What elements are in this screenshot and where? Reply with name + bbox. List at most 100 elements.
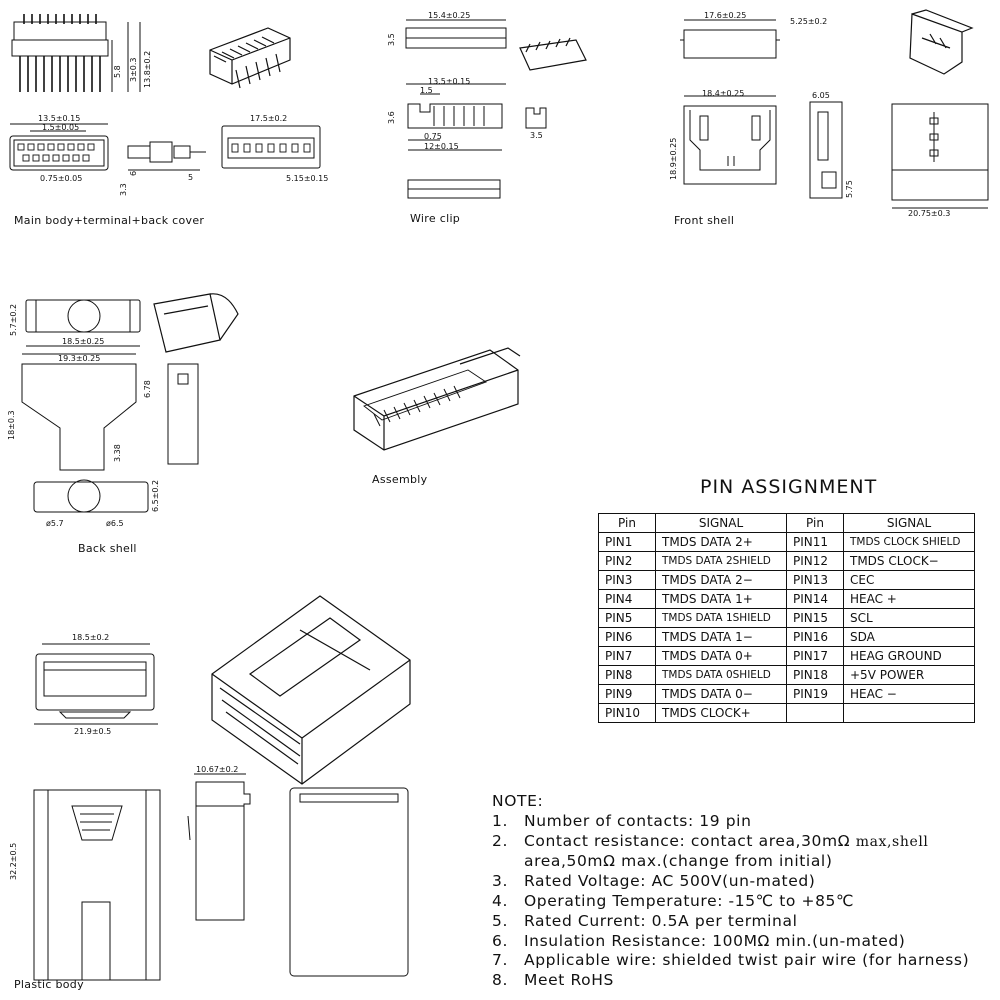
assembly-iso-view	[353, 347, 521, 451]
note-item: 1.Number of contacts: 19 pin	[492, 811, 752, 830]
dim-main-height-b: 3±0.3	[129, 57, 138, 82]
wire-clip-side-view	[525, 107, 547, 129]
back-shell-top-view	[25, 299, 141, 347]
pin-number-right	[786, 703, 844, 723]
dim-front-height-front: 18.9±0.25	[669, 138, 678, 180]
note-item: area,50mΩ max.(change from initial)	[492, 852, 992, 872]
pin-signal-right: +5V POWER	[843, 665, 975, 685]
front-shell-drawing: 17.6±0.25 5.25±0.2 18.4±0.25 18.9±0.25 6…	[669, 9, 989, 227]
dim-back-height-plan: 18±0.3	[7, 410, 16, 440]
wire-clip-top-view	[405, 19, 507, 49]
pin-number-right: PIN19	[786, 684, 844, 704]
wire-clip-iso-view	[519, 37, 587, 71]
dim-back-cover-width: 17.5±0.2	[250, 114, 287, 123]
front-shell-front-view	[683, 95, 777, 185]
header-signal-right: SIGNAL	[843, 513, 975, 533]
pin-number-left: PIN6	[598, 627, 656, 647]
pin-signal-left: TMDS DATA 0−	[655, 684, 787, 704]
pin-signal-left: TMDS DATA 2−	[655, 570, 787, 590]
pin-signal-left: TMDS CLOCK+	[655, 703, 787, 723]
caption-assembly: Assembly	[372, 473, 428, 486]
back-shell-end-view	[33, 479, 149, 513]
note-item: 5.Rated Current: 0.5A per terminal	[492, 911, 798, 930]
pin-signal-right	[843, 703, 975, 723]
note-text: Rated Current: 0.5A per terminal	[524, 911, 798, 930]
plastic-body-front-view	[33, 789, 161, 981]
pin-number-left: PIN3	[598, 570, 656, 590]
note-text-serif: max,shell	[855, 833, 929, 850]
dim-back-end-height: 6.5±0.2	[151, 480, 160, 512]
dim-back-width-plan: 19.3±0.25	[58, 354, 100, 363]
dim-plastic-width-top: 18.5±0.2	[72, 633, 109, 642]
pin-signal-left: TMDS DATA 2SHIELD	[655, 551, 787, 571]
back-cover-view	[221, 125, 321, 169]
dim-terminal-a: 3.3	[119, 183, 128, 196]
dim-clip-width-mid: 13.5±0.15	[428, 77, 470, 86]
pin-number-left: PIN9	[598, 684, 656, 704]
header-pin-left: Pin	[598, 513, 656, 533]
dim-main-pin-width: 0.75±0.05	[40, 174, 82, 183]
dim-clip-height-mid: 3.6	[387, 111, 396, 124]
pin-signal-left: TMDS DATA 1−	[655, 627, 787, 647]
pin-number-left: PIN5	[598, 608, 656, 628]
pin-number-right: PIN16	[786, 627, 844, 647]
caption-back-shell: Back shell	[78, 542, 137, 555]
plastic-body-back-view	[289, 787, 409, 977]
pin-table-header: Pin SIGNAL Pin SIGNAL	[598, 513, 975, 533]
pin-signal-right: HEAG GROUND	[843, 646, 975, 666]
dim-main-width-a: 13.5±0.15	[38, 114, 80, 123]
plastic-body-top-view	[34, 643, 158, 725]
dim-clip-width-low: 12±0.15	[424, 142, 459, 151]
front-shell-iso-view	[909, 9, 974, 75]
dim-main-height-c: 13.8±0.2	[143, 51, 152, 88]
note-item: 4.Operating Temperature: -15℃ to +85℃	[492, 891, 855, 910]
dim-clip-height-top: 3.5	[387, 33, 396, 46]
dim-back-large-dia: ø6.5	[106, 519, 124, 528]
dim-front-back-width: 20.75±0.3	[908, 209, 950, 218]
note-text: area,50mΩ max.(change from initial)	[524, 852, 833, 871]
note-item: 2.Contact resistance: contact area,30mΩ …	[492, 831, 929, 850]
caption-wire-clip: Wire clip	[410, 212, 460, 225]
dim-back-tail: 3.38	[113, 444, 122, 462]
dim-main-pitch: 1.5±0.05	[42, 123, 79, 132]
header-signal-left: SIGNAL	[655, 513, 787, 533]
dim-back-height-top: 5.7±0.2	[9, 304, 18, 336]
pin-signal-left: TMDS DATA 0SHIELD	[655, 665, 787, 685]
assembly-drawing: Assembly	[353, 347, 521, 486]
pin-number-left: PIN8	[598, 665, 656, 685]
dim-front-width-top: 17.6±0.25	[704, 11, 746, 20]
dim-terminal-c: 5	[188, 173, 193, 182]
wire-clip-front-view	[406, 83, 506, 151]
dim-clip-pitch: 1.5	[420, 86, 433, 95]
pin-number-right: PIN11	[786, 532, 844, 552]
back-shell-side-view	[167, 363, 199, 465]
back-shell-drawing: 5.7±0.2 18.5±0.25 19.3±0.25 18±0.3 6.78 …	[7, 293, 239, 555]
front-shell-side-view	[809, 101, 843, 199]
notes-title: NOTE:	[492, 792, 544, 810]
pin-signal-right: HEAC −	[843, 684, 975, 704]
pin-signal-right: TMDS CLOCK−	[843, 551, 975, 571]
note-text: Applicable wire: shielded twist pair wir…	[524, 951, 970, 970]
pin-signal-left: TMDS DATA 2+	[655, 532, 787, 552]
notes-block: NOTE: 1.Number of contacts: 19 pin 2.Con…	[492, 792, 992, 991]
dim-main-height-a: 5.8	[113, 65, 122, 78]
dim-terminal-b: 6	[129, 171, 138, 176]
wire-clip-bottom-view	[407, 179, 501, 199]
caption-plastic-body: Plastic body	[14, 978, 84, 991]
dim-front-side-height: 5.75	[845, 180, 854, 198]
plastic-body-drawing: 18.5±0.2 21.9±0.5 32.2±0.5 10.67±0.2 Pla…	[9, 595, 411, 991]
pin-number-right: PIN14	[786, 589, 844, 609]
pin-number-right: PIN12	[786, 551, 844, 571]
main-body-face-view	[9, 123, 109, 171]
dim-plastic-height: 32.2±0.5	[9, 843, 18, 880]
dim-plastic-width-bottom: 21.9±0.5	[74, 727, 111, 736]
pin-number-right: PIN15	[786, 608, 844, 628]
note-text: Contact resistance: contact area,30mΩ	[524, 831, 851, 850]
